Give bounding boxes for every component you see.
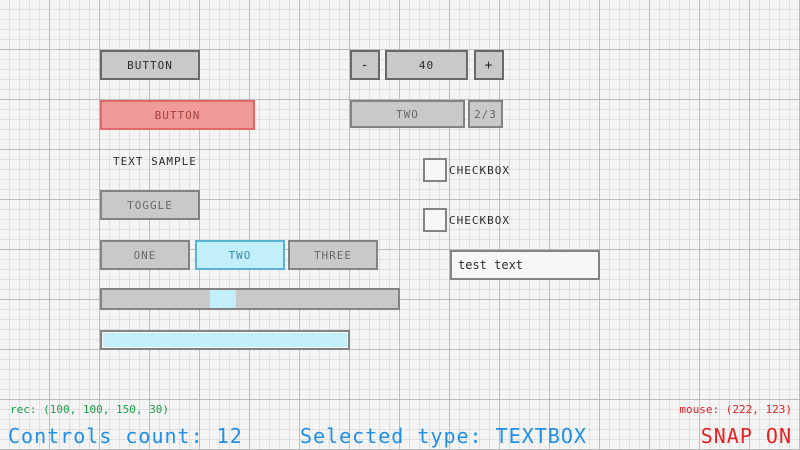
checkbox-box-1[interactable] <box>423 208 447 232</box>
checkbox-row-0[interactable]: CHECKBOX <box>423 158 510 182</box>
status-rec: rec: (100, 100, 150, 30) <box>10 403 169 416</box>
toggle-group-item-three[interactable]: THREE <box>288 240 378 270</box>
checkbox-label-0: CHECKBOX <box>449 163 510 177</box>
status-mouse-position: mouse: (222, 123) <box>679 403 792 416</box>
label-text-sample: TEXT SAMPLE <box>113 155 197 168</box>
button-selected-danger[interactable]: BUTTON <box>100 100 255 130</box>
status-selected-type: Selected type: TEXTBOX <box>300 424 587 448</box>
checkbox-box-0[interactable] <box>423 158 447 182</box>
spinner-value[interactable]: 40 <box>385 50 468 80</box>
button-default[interactable]: BUTTON <box>100 50 200 80</box>
spinner-increment-button[interactable]: + <box>474 50 504 80</box>
checkbox-row-1[interactable]: CHECKBOX <box>423 208 510 232</box>
slider-track[interactable] <box>100 288 400 310</box>
spinner-decrement-button[interactable]: - <box>350 50 380 80</box>
status-controls-count: Controls count: 12 <box>8 424 243 448</box>
toggle-group-item-two[interactable]: TWO <box>195 240 285 270</box>
checkbox-label-1: CHECKBOX <box>449 213 510 227</box>
status-snap-mode: SNAP ON <box>700 424 792 448</box>
text-box[interactable]: test text <box>450 250 600 280</box>
toggle-button[interactable]: TOGGLE <box>100 190 200 220</box>
combo-box-count-indicator[interactable]: 2/3 <box>468 100 503 128</box>
progress-bar <box>100 330 350 350</box>
combo-box-value[interactable]: TWO <box>350 100 465 128</box>
progress-bar-fill <box>103 333 347 347</box>
toggle-group-item-one[interactable]: ONE <box>100 240 190 270</box>
slider-handle[interactable] <box>210 290 236 308</box>
